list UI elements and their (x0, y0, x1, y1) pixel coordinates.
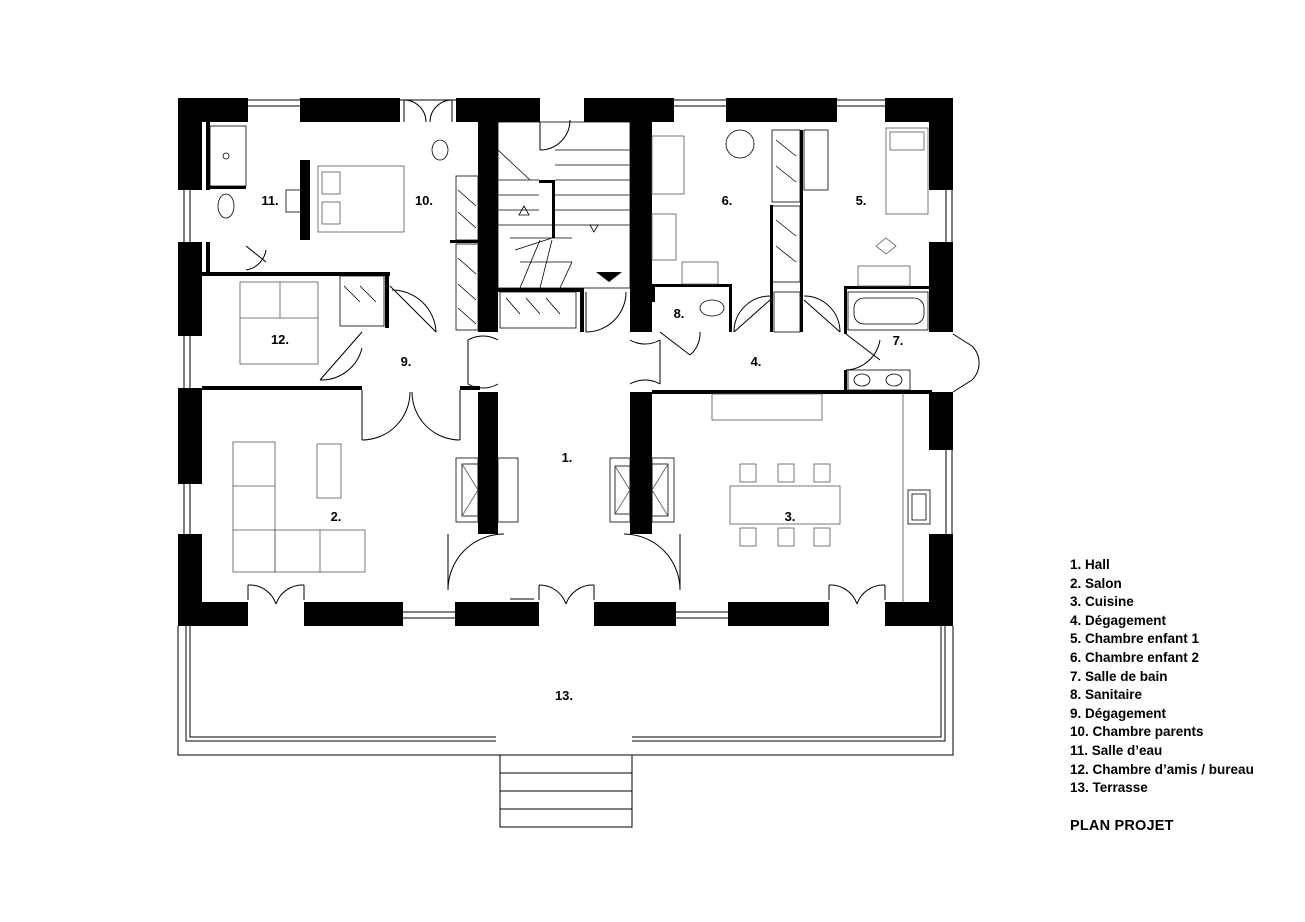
room-label-3: 3. (785, 509, 796, 524)
room-label-12: 12. (271, 332, 289, 347)
room-label-2: 2. (331, 509, 342, 524)
partitions (202, 122, 932, 394)
legend-item: 3. Cuisine (1070, 594, 1134, 610)
room-label-6: 6. (722, 193, 733, 208)
room-label-4: 4. (751, 354, 762, 369)
windows (183, 99, 953, 619)
room-label-9: 9. (401, 354, 412, 369)
legend-item: 1. Hall (1070, 557, 1110, 572)
room-label-7: 7. (893, 333, 904, 348)
room-legend: 1. Hall 2. Salon 3. Cuisine 4. Dégagemen… (1070, 556, 1254, 798)
room-label-13: 13. (555, 688, 573, 703)
room-label-11: 11. (261, 193, 278, 208)
room-label-5: 5. (856, 193, 867, 208)
legend-item: 10. Chambre parents (1070, 724, 1204, 740)
plan-title: PLAN PROJET (1070, 818, 1174, 834)
legend-item: 7. Salle de bain (1070, 668, 1168, 684)
staircase (497, 121, 631, 289)
legend-item: 2. Salon (1070, 575, 1122, 591)
room-label-1: 1. (562, 450, 573, 465)
room-label-8: 8. (674, 306, 685, 321)
legend-item: 11. Salle d’eau (1070, 742, 1163, 758)
legend-item: 4. Dégagement (1070, 612, 1167, 628)
furniture (209, 125, 931, 602)
legend-item: 5. Chambre enfant 1 (1070, 631, 1200, 647)
legend-item: 6. Chambre enfant 2 (1070, 649, 1200, 665)
walls (178, 98, 953, 626)
legend-item: 8. Sanitaire (1070, 687, 1143, 703)
legend-item: 9. Dégagement (1070, 705, 1167, 721)
legend-item: 13. Terrasse (1070, 780, 1148, 796)
stair-arrow-icon (596, 272, 622, 282)
doors (245, 99, 980, 605)
room-labels: 1. 2. 3. 4. 5. 6. 7. 8. 9. 10. 11. 12. 1… (261, 193, 903, 703)
legend-item: 12. Chambre d’amis / bureau (1070, 761, 1254, 777)
wardrobes (339, 129, 829, 333)
room-label-10: 10. (415, 193, 433, 208)
entrance-steps (499, 754, 633, 828)
